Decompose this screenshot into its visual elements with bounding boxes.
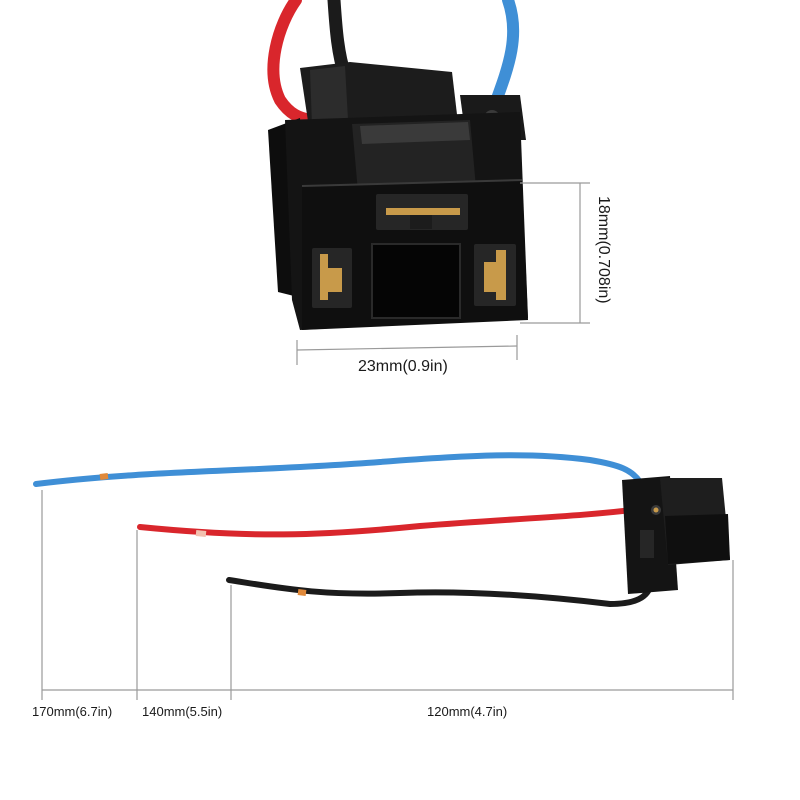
harness-black-wire <box>226 577 655 608</box>
black-wire-length-label: 120mm(4.7in) <box>427 704 508 719</box>
terminal-top <box>386 208 460 215</box>
closeup-red-wire <box>267 0 316 126</box>
terminal-left <box>320 254 342 300</box>
terminal-right <box>484 250 506 300</box>
harness-red-wire <box>137 505 651 538</box>
wire-harness <box>33 452 730 608</box>
blue-wire-length-label: 170mm(6.7in) <box>32 704 113 719</box>
harness-blue-wire <box>33 452 643 487</box>
width-dimension-label: 23mm(0.9in) <box>358 358 448 375</box>
harness-connector <box>622 476 730 594</box>
connector-closeup <box>267 0 528 330</box>
dimension-lines <box>296 182 590 365</box>
red-wire-length-label: 140mm(5.5in) <box>142 704 223 719</box>
height-dimension-label: 18mm(0.708in) <box>595 196 612 304</box>
length-dimension-lines <box>41 490 734 700</box>
